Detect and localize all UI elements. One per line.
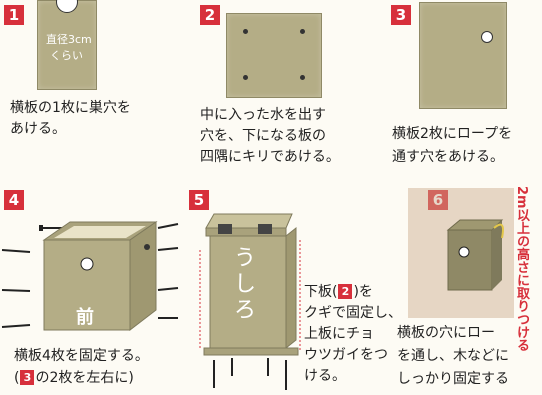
step-5-caption-line1: 下板(2)を (304, 282, 373, 303)
step-6-caption-line2: を通し、木などに (397, 348, 509, 364)
step-6-caption-line1: 横板の穴にロー (397, 325, 495, 341)
step-3-number: 3 (391, 5, 411, 25)
step-2-caption-line1: 中に入った水を出す (200, 107, 326, 123)
step-3-caption-line2: 通す穴をあける。 (392, 149, 504, 165)
step-2-number: 2 (200, 5, 220, 25)
step-4-caption-line1: 横板4枚を固定する。 (14, 348, 149, 364)
step-2-caption-line3: 四隅にキリであける。 (200, 149, 340, 165)
step-5-number: 5 (189, 190, 209, 210)
drain-hole-bottom-right (300, 75, 305, 80)
step-6-number: 6 (428, 190, 448, 210)
drain-hole-top-right (300, 29, 305, 34)
step-2-caption-line2: 穴を、下になる板の (200, 128, 326, 144)
step-4-caption-open: ( (14, 370, 20, 386)
step-5-caption-line4: ウツガイをつ (304, 347, 388, 363)
mounting-height-note: 2m以上の高さに取りつける (514, 186, 529, 352)
step-5-ref-badge: 2 (338, 284, 353, 299)
step-4-ref-badge: 3 (20, 370, 35, 385)
mounted-birdhouse (446, 219, 504, 291)
step-5-caption-line2: クギで固定し、 (304, 305, 402, 321)
entrance-hole (56, 0, 78, 13)
step-5-caption-open: 下板( (304, 284, 338, 300)
rope-hole (481, 31, 493, 43)
front-label: 前 (76, 307, 94, 328)
back-label: うしろ (233, 246, 256, 323)
step-5-caption-line3: 上板にチョ (304, 326, 374, 342)
step-5-caption-line5: ける。 (304, 368, 346, 384)
step-5-caption-close: )を (353, 284, 373, 300)
step-1-number: 1 (4, 5, 24, 25)
drain-hole-top-left (243, 29, 248, 34)
bottom-board (226, 13, 322, 98)
board-with-entrance-hole: 直径3cm くらい (37, 0, 97, 90)
hole-diameter-label: 直径3cm (46, 33, 92, 46)
step-6-caption-line3: しっかり固定する (397, 371, 509, 387)
step-4-number: 4 (4, 190, 24, 210)
step-3-caption-line1: 横板2枚にロープを (392, 126, 513, 142)
drain-hole-bottom-left (243, 75, 248, 80)
step-1-caption-line2: あける。 (10, 121, 66, 137)
board-with-rope-hole (419, 2, 507, 109)
hole-diameter-approx-label: くらい (50, 49, 83, 62)
box-assembly-diagram (1, 221, 179, 332)
box-back-diagram (199, 213, 301, 390)
step-1-caption-line1: 横板の1枚に巣穴を (10, 100, 131, 116)
step-4-caption-rest: の2枚を左右に) (35, 370, 134, 386)
